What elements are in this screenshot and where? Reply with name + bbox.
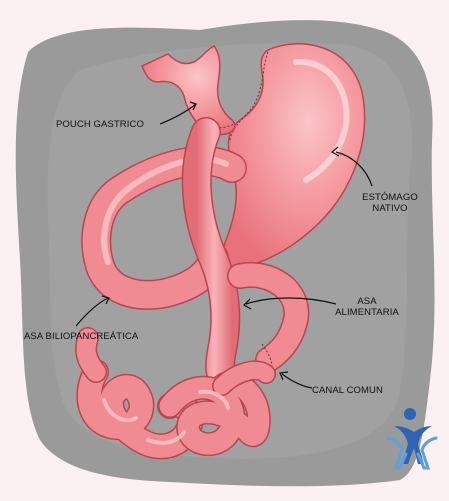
label-asa-line2: ALIMENTARIA — [322, 307, 412, 318]
label-estomago-nativo: ESTÓMAGO NATIVO — [350, 192, 430, 214]
label-asa-alimentaria: ASA ALIMENTARIA — [322, 296, 412, 318]
label-asa-line1: ASA — [322, 296, 412, 307]
label-estomago-line2: NATIVO — [350, 203, 430, 214]
label-asa-biliopancreatica: ASA BILIOPANCREÁTICA — [24, 331, 138, 342]
label-pouch-gastrico: POUCH GASTRICO — [56, 119, 144, 130]
label-estomago-line1: ESTÓMAGO — [350, 192, 430, 203]
label-canal-comun: CANAL COMUN — [312, 385, 383, 396]
